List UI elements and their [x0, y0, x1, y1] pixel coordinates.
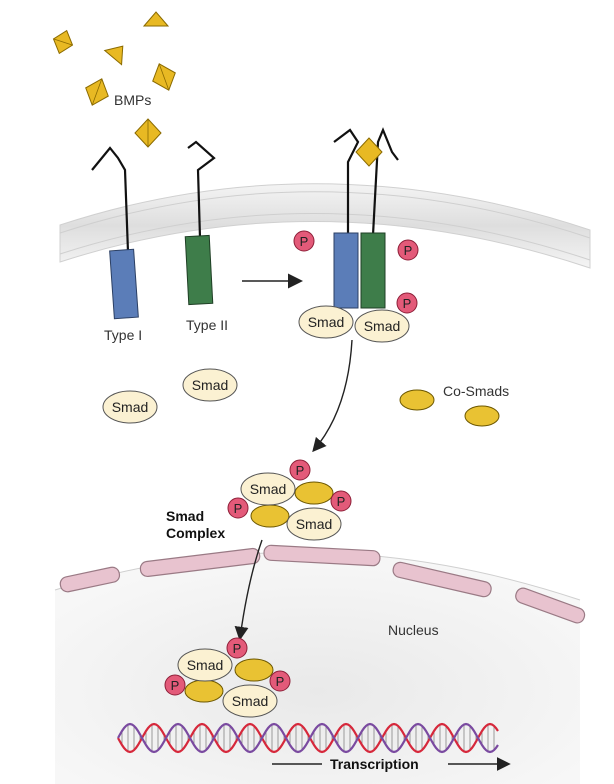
phosphate-circle: P: [397, 239, 419, 261]
svg-text:P: P: [296, 463, 305, 478]
bmp-diamond: [142, 11, 170, 27]
svg-text:Smad: Smad: [232, 693, 269, 709]
bmp-diamond: [134, 118, 162, 148]
smad-protein: Smad: [102, 390, 158, 424]
type1-label: Type I: [104, 327, 142, 343]
svg-text:P: P: [276, 674, 285, 689]
svg-text:P: P: [300, 234, 309, 249]
smad-complex-label-line2: Complex: [166, 525, 225, 541]
svg-text:Smad: Smad: [192, 377, 229, 393]
bmp-diamond: [52, 29, 74, 55]
co-smad-protein: [464, 405, 500, 427]
smad-protein: Smad: [354, 309, 410, 343]
dna-strand: [117, 722, 499, 754]
smad-complex-nucleus: Smad Smad P P P: [164, 637, 291, 718]
type2-label: Type II: [186, 317, 228, 333]
svg-text:Smad: Smad: [187, 657, 224, 673]
bmp-diamond: [152, 63, 176, 91]
co-smads-label: Co-Smads: [443, 383, 509, 399]
bmp-diamond: [85, 78, 109, 106]
smad-complex-label-line1: Smad: [166, 508, 204, 524]
nuclear-envelope: [59, 544, 586, 624]
bmp-ligands: BMPs: [52, 11, 176, 148]
smad-complex-cytoplasm: Smad Smad P P P: [227, 459, 352, 541]
active-receptor-complex: [333, 127, 399, 309]
bmps-label: BMPs: [114, 92, 151, 108]
type1-receptor: [91, 146, 139, 320]
smad-protein: Smad: [298, 305, 354, 339]
smad-protein: Smad: [182, 368, 238, 402]
nucleus-label: Nucleus: [388, 622, 439, 638]
svg-text:P: P: [404, 243, 413, 258]
phosphate-circle: P: [396, 292, 418, 314]
transcription-label: Transcription: [330, 756, 419, 772]
type2-receptor: [184, 140, 216, 306]
dna-strand: [117, 722, 499, 754]
bmp-diamond: [103, 45, 124, 66]
nuclear-import-arrow: [234, 539, 263, 641]
svg-text:P: P: [233, 641, 242, 656]
co-smad-protein: [399, 389, 435, 411]
bmp-diamond: [355, 137, 383, 167]
svg-text:Smad: Smad: [308, 314, 345, 330]
svg-text:P: P: [234, 501, 243, 516]
svg-text:Smad: Smad: [364, 318, 401, 334]
svg-text:Smad: Smad: [112, 399, 149, 415]
phosphate-circle: P: [293, 230, 315, 252]
svg-text:P: P: [171, 678, 180, 693]
dna-helix: [117, 722, 499, 754]
svg-text:P: P: [337, 494, 346, 509]
svg-text:P: P: [403, 296, 412, 311]
svg-text:Smad: Smad: [296, 516, 333, 532]
svg-text:Smad: Smad: [250, 481, 287, 497]
translocation-arrow: [312, 339, 353, 453]
cell-membrane: [59, 183, 591, 269]
